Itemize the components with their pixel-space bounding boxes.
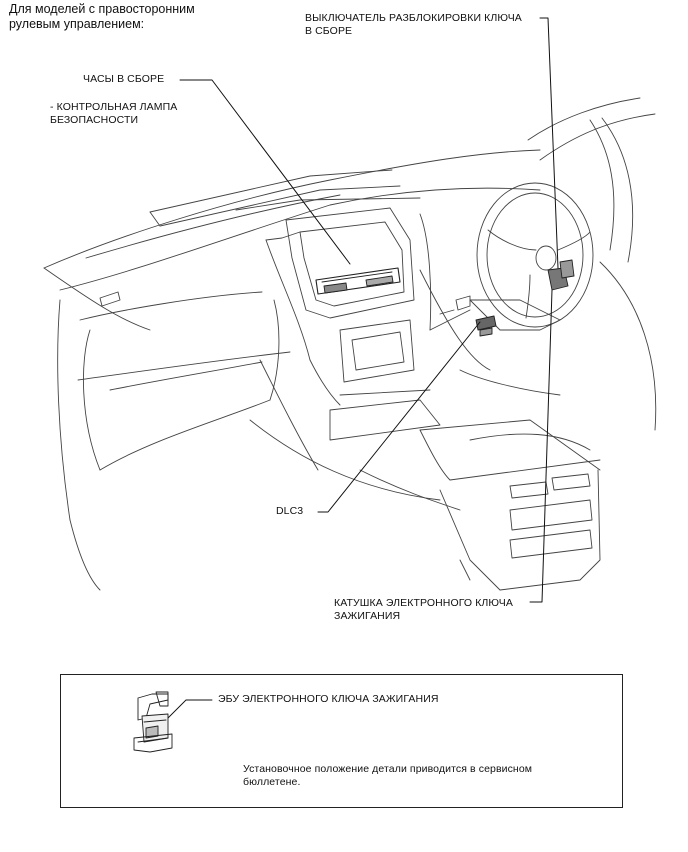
- leader-lines: [179, 17, 559, 603]
- leader-ignition-coil: [529, 289, 553, 603]
- label-security-lamp: - КОНТРОЛЬНАЯ ЛАМПА БЕЗОПАСНОСТИ: [50, 101, 178, 126]
- label-dlc3: DLC3: [276, 505, 304, 517]
- leader-key-unlock-switch: [539, 17, 559, 269]
- label-ecu: ЭБУ ЭЛЕКТРОННОГО КЛЮЧА ЗАЖИГАНИЯ: [218, 693, 439, 705]
- service-bulletin-note: Установочное положение детали приводится…: [243, 763, 533, 788]
- windshield-outline: [43, 97, 657, 431]
- glovebox: [57, 291, 291, 591]
- leader-clock: [179, 79, 351, 265]
- center-console: [235, 197, 441, 471]
- leader-dlc3: [317, 321, 481, 513]
- label-clock-assembly: ЧАСЫ В СБОРЕ: [83, 73, 165, 85]
- dashboard-top: [43, 169, 541, 331]
- floor-lines: [249, 419, 471, 581]
- ecu-part-drawing: [133, 691, 213, 753]
- ecu-inset-box: [60, 674, 623, 808]
- clock-assembly: [315, 267, 401, 295]
- rear-console: [419, 419, 601, 591]
- steering-wheel: [419, 182, 594, 396]
- label-key-unlock-switch: ВЫКЛЮЧАТЕЛЬ РАЗБЛОКИРОВКИ КЛЮЧА В СБОРЕ: [305, 12, 522, 37]
- label-ignition-coil: КАТУШКА ЭЛЕКТРОННОГО КЛЮЧА ЗАЖИГАНИЯ: [334, 597, 513, 622]
- dlc3-connector: [429, 295, 497, 337]
- page-header: Для моделей с правосторонним рулевым упр…: [9, 2, 195, 31]
